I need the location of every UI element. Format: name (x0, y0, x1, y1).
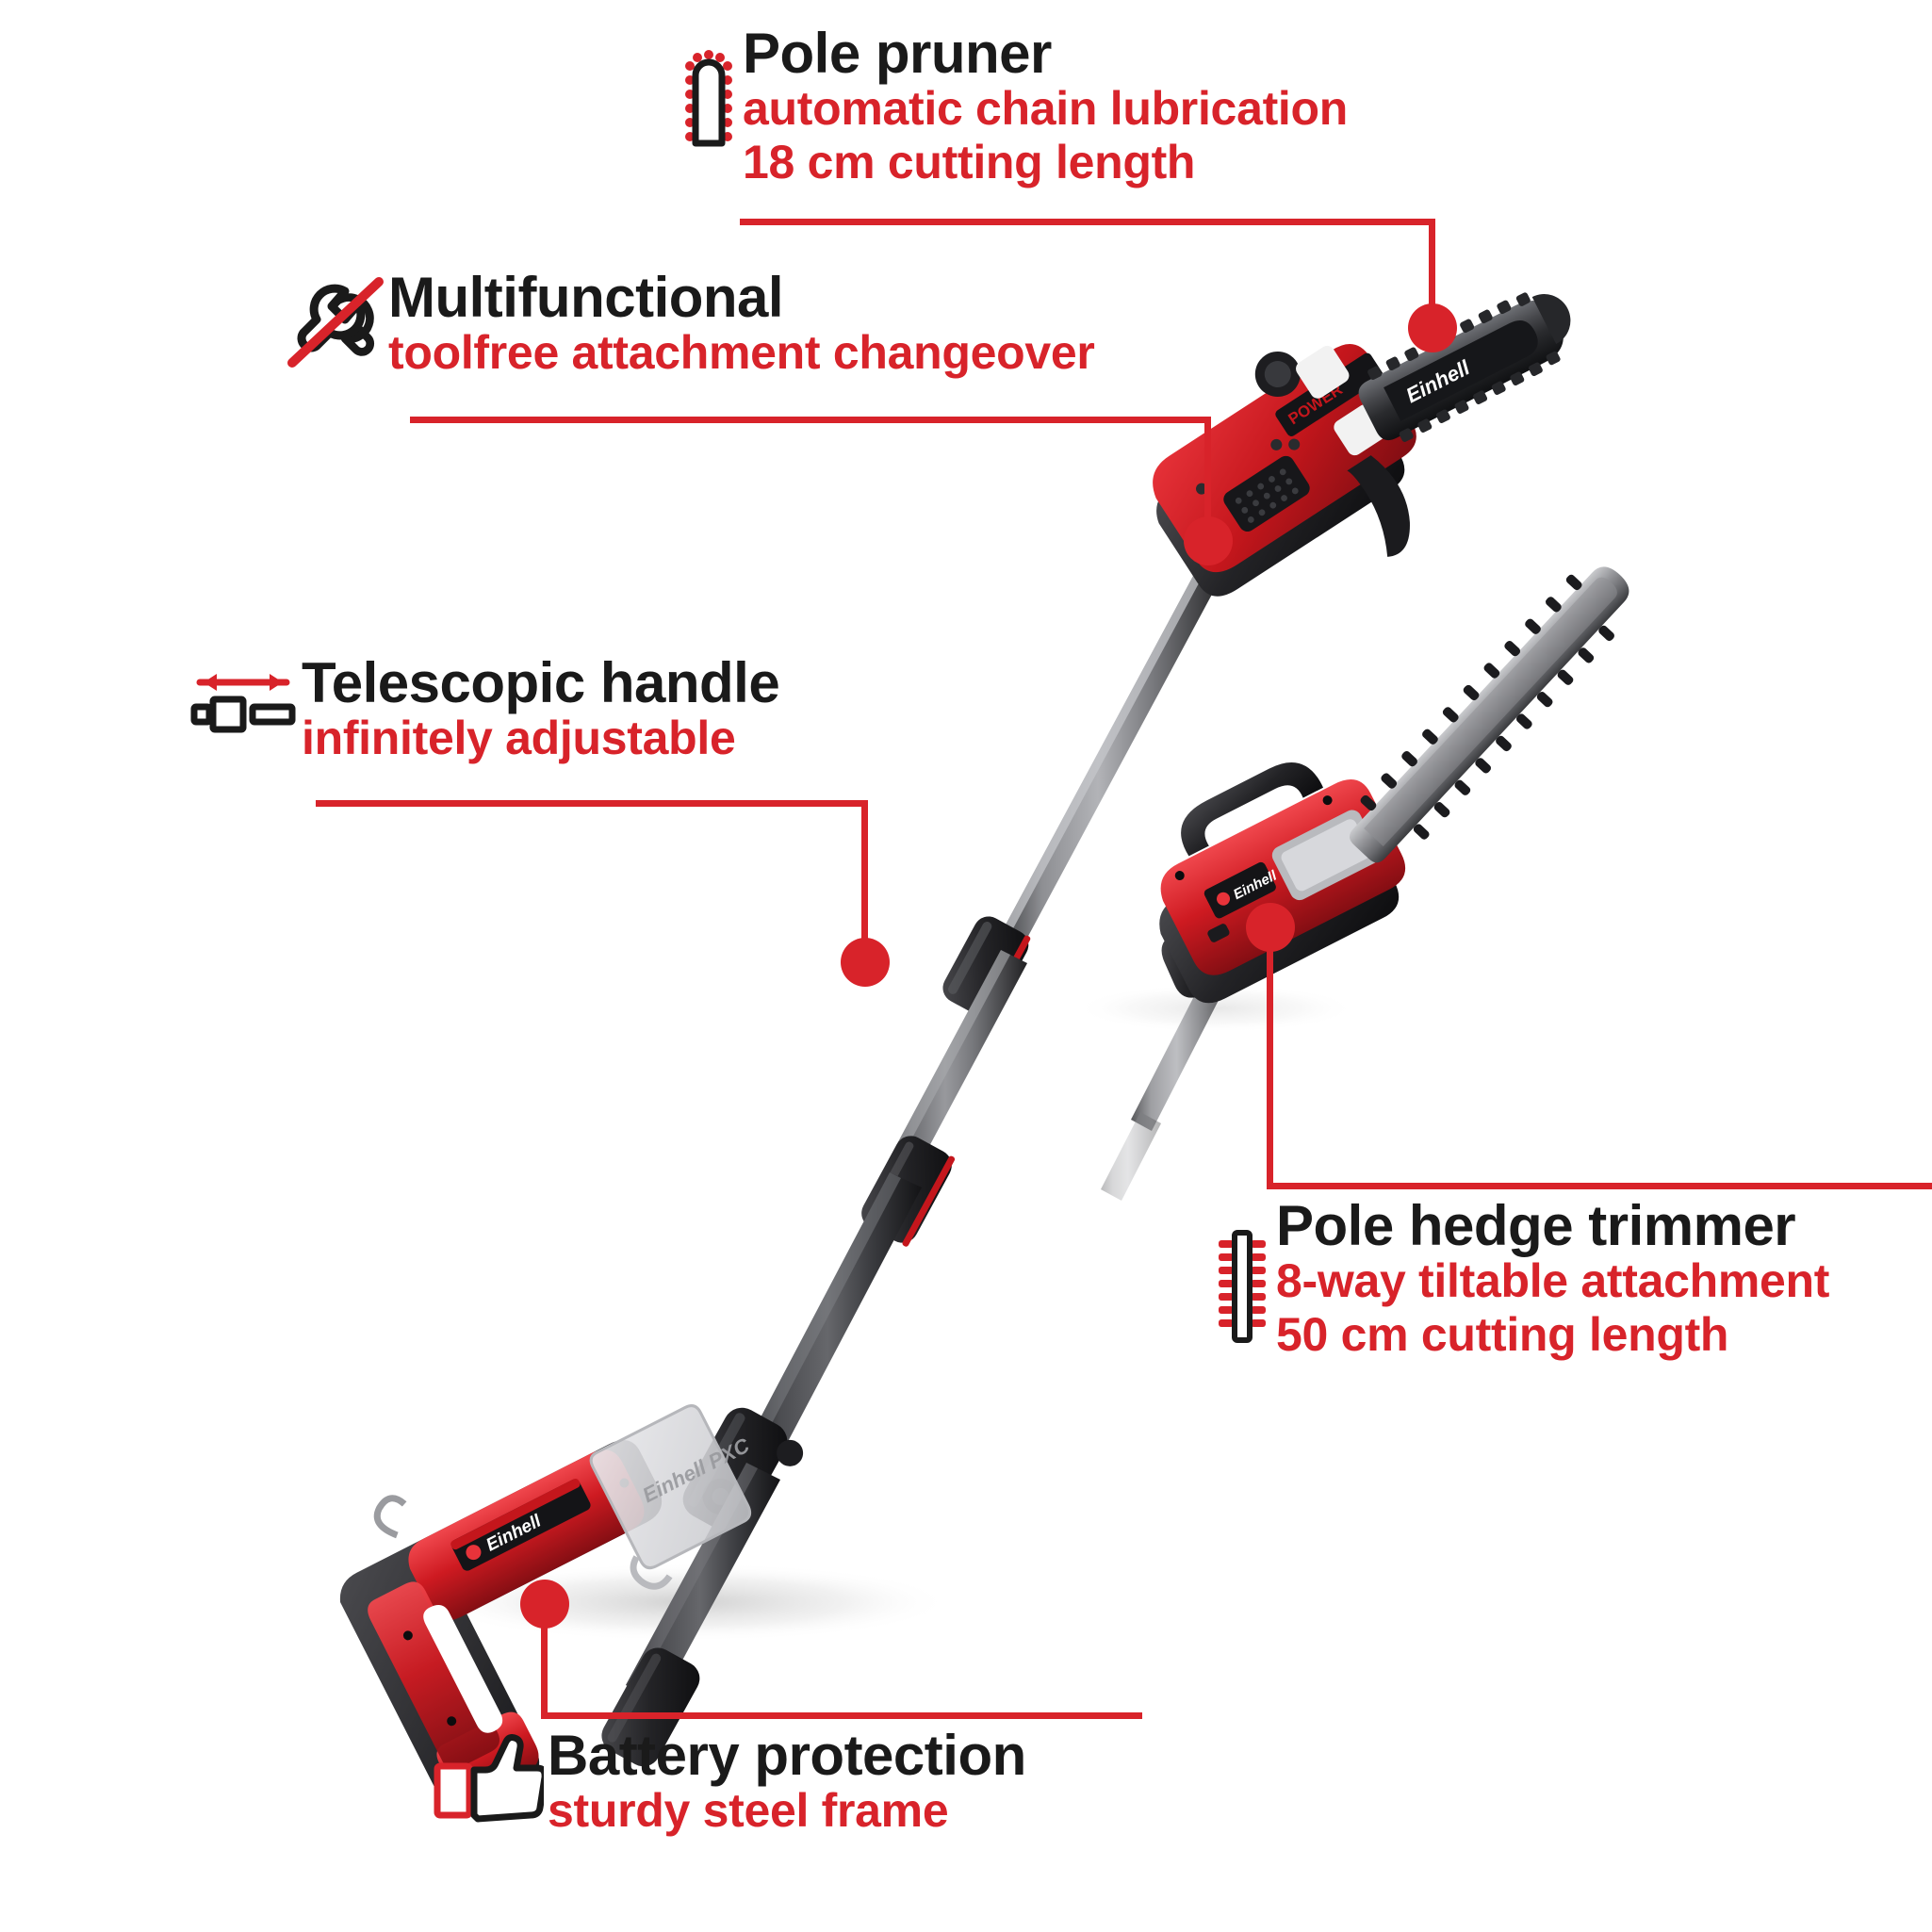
callout-multifunctional: Multifunctional toolfree attachment chan… (283, 269, 1095, 380)
leader-line-pole-pruner-vertical (1429, 219, 1435, 322)
callout-dot-telescopic (841, 938, 890, 987)
thumbs-up-battery-icon (434, 1734, 544, 1823)
leader-line-battery-vertical (541, 1604, 548, 1719)
callout-subtitle-pole-hedge-trimmer-1: 8-way tiltable attachment (1276, 1254, 1830, 1308)
chainsaw-bar-icon (685, 50, 732, 147)
telescopic-arrow-icon (190, 674, 296, 733)
callout-subtitle-battery-protection-1: sturdy steel frame (548, 1784, 949, 1838)
leader-line-telescopic-vertical (861, 800, 868, 953)
callout-pole-pruner: Pole pruner automatic chain lubrication … (675, 25, 1348, 189)
svg-text:Einhell: Einhell (483, 1511, 546, 1555)
leader-line-pole-pruner-horizontal (740, 219, 1435, 225)
callout-title-telescopic-handle: Telescopic handle (302, 651, 780, 714)
callout-subtitle-pole-pruner-2: 18 cm cutting length (743, 136, 1196, 189)
leader-line-hedge-trimmer-horizontal (1267, 1183, 1932, 1189)
leader-line-multifunctional-horizontal (410, 417, 1211, 423)
leader-line-hedge-trimmer-vertical (1267, 927, 1273, 1189)
chainsaw-bar-icon-slot (675, 25, 743, 158)
hedge-blade-icon (1219, 1230, 1266, 1343)
callout-title-pole-hedge-trimmer: Pole hedge trimmer (1276, 1194, 1796, 1257)
callout-subtitle-pole-pruner-1: automatic chain lubrication (743, 82, 1348, 136)
callout-subtitle-multifunctional-1: toolfree attachment changeover (388, 326, 1095, 380)
callout-subtitle-telescopic-handle-1: infinitely adjustable (302, 712, 736, 765)
hedge-blade-icon-slot (1208, 1197, 1276, 1348)
callout-pole-hedge-trimmer: Pole hedge trimmer 8-way tiltable attach… (1208, 1197, 1829, 1362)
svg-text:Einhell PXC: Einhell PXC (639, 1433, 754, 1507)
leader-line-battery-horizontal (541, 1712, 1142, 1719)
callout-telescopic-handle: Telescopic handle infinitely adjustable (185, 651, 780, 765)
callout-title-pole-pruner: Pole pruner (743, 22, 1052, 85)
callout-title-battery-protection: Battery protection (548, 1724, 1026, 1787)
leader-line-multifunctional-vertical (1204, 417, 1211, 532)
telescopic-arrow-icon-slot (185, 654, 302, 735)
callout-dot-pole-pruner (1408, 303, 1457, 352)
callout-battery-protection: Battery protection sturdy steel frame (429, 1727, 1026, 1838)
svg-text:Einhell: Einhell (1402, 355, 1474, 407)
no-tools-wrench-icon (287, 277, 384, 368)
callout-dot-multifunctional (1184, 516, 1233, 565)
callout-title-multifunctional: Multifunctional (388, 266, 784, 329)
callout-subtitle-pole-hedge-trimmer-2: 50 cm cutting length (1276, 1308, 1729, 1362)
no-tools-wrench-icon-slot (283, 269, 388, 370)
leader-line-telescopic-horizontal (316, 800, 868, 807)
thumbs-up-battery-icon-slot (429, 1727, 548, 1826)
svg-text:Einhell: Einhell (1231, 867, 1280, 903)
svg-text:POWER: POWER (1285, 380, 1346, 428)
